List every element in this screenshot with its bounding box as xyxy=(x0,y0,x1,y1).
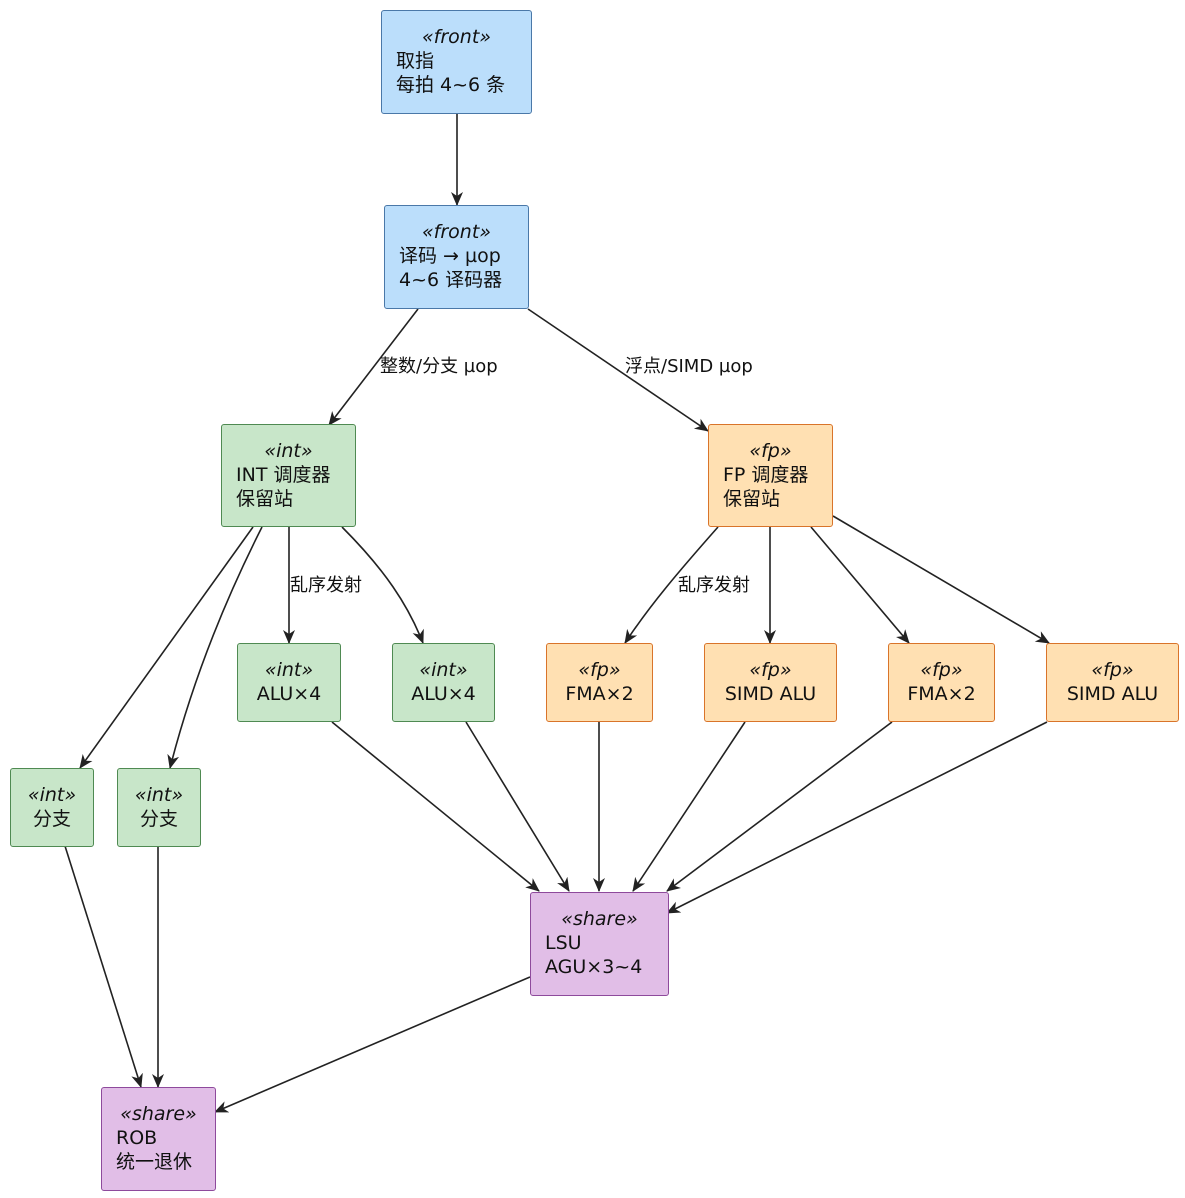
node-fp-scheduler-line-2: 保留站 xyxy=(723,488,781,510)
stereotype-label: «fp» xyxy=(749,659,792,681)
edge-br1-rob xyxy=(64,845,143,1088)
node-decode-line-2: 4~6 译码器 xyxy=(399,269,503,291)
node-fma-1: «fp» FMA×2 xyxy=(546,643,653,722)
node-simd-alu-2-line-1: SIMD ALU xyxy=(1066,683,1159,705)
node-alu-2: «int» ALU×4 xyxy=(392,643,495,722)
edge-fma2-lsu xyxy=(666,721,893,892)
stereotype-label: «share» xyxy=(120,1103,197,1125)
node-lsu: «share» LSU AGU×3~4 xyxy=(530,892,669,996)
edge-int-sched-alu2 xyxy=(341,526,424,644)
stereotype-label: «fp» xyxy=(578,659,621,681)
stereotype-label: «share» xyxy=(561,908,638,930)
node-branch-2: «int» 分支 xyxy=(117,768,201,847)
node-simd-alu-2: «fp» SIMD ALU xyxy=(1046,643,1179,722)
node-lsu-line-2: AGU×3~4 xyxy=(545,956,643,978)
stereotype-label: «fp» xyxy=(920,659,963,681)
node-simd-alu-1-line-1: SIMD ALU xyxy=(724,683,817,705)
edge-simd2-lsu xyxy=(666,721,1048,914)
edge-int-sched-br1 xyxy=(79,526,254,769)
node-rob-line-2: 统一退休 xyxy=(116,1151,193,1173)
edge-fp-sched-fma2 xyxy=(810,526,910,644)
stereotype-label: «fp» xyxy=(749,440,792,462)
node-lsu-line-1: LSU xyxy=(545,932,582,954)
edge-lsu-rob xyxy=(214,976,531,1113)
edge-label-int-uop: 整数/分支 µop xyxy=(380,356,498,377)
node-fp-scheduler: «fp» FP 调度器 保留站 xyxy=(708,424,833,527)
node-rob-line-1: ROB xyxy=(116,1127,158,1149)
stereotype-label: «front» xyxy=(421,26,492,48)
node-branch-1-line-1: 分支 xyxy=(32,808,71,830)
edge-alu2-lsu xyxy=(465,721,570,892)
node-int-scheduler: «int» INT 调度器 保留站 xyxy=(221,424,356,527)
node-fma-1-line-1: FMA×2 xyxy=(565,683,634,705)
stereotype-label: «fp» xyxy=(1091,659,1134,681)
node-branch-1: «int» 分支 xyxy=(10,768,94,847)
edge-decode-fp-sched xyxy=(527,308,709,432)
node-alu-1-line-1: ALU×4 xyxy=(256,683,322,705)
node-alu-1: «int» ALU×4 xyxy=(237,643,341,722)
node-rob: «share» ROB 统一退休 xyxy=(101,1087,216,1191)
stereotype-label: «front» xyxy=(421,221,492,243)
node-branch-2-line-1: 分支 xyxy=(139,808,178,830)
stereotype-label: «int» xyxy=(134,784,184,806)
edge-decode-int-sched xyxy=(328,308,419,426)
edge-fp-sched-simd2 xyxy=(832,515,1050,644)
stereotype-label: «int» xyxy=(264,659,314,681)
edge-simd1-lsu xyxy=(632,721,746,892)
node-fetch-line-2: 每拍 4~6 条 xyxy=(396,74,506,96)
node-simd-alu-1: «fp» SIMD ALU xyxy=(704,643,837,722)
node-alu-2-line-1: ALU×4 xyxy=(411,683,476,705)
edge-int-sched-br2 xyxy=(167,526,263,769)
edge-label-ooo-issue-fp: 乱序发射 xyxy=(678,575,750,596)
node-int-scheduler-line-1: INT 调度器 xyxy=(236,464,331,486)
stereotype-label: «int» xyxy=(419,659,468,681)
stereotype-label: «int» xyxy=(27,784,77,806)
node-fma-2: «fp» FMA×2 xyxy=(888,643,995,722)
node-fp-scheduler-line-1: FP 调度器 xyxy=(723,464,809,486)
node-decode: «front» 译码 → µop 4~6 译码器 xyxy=(384,205,529,309)
node-fetch-line-1: 取指 xyxy=(396,50,435,72)
edge-label-ooo-issue-int: 乱序发射 xyxy=(290,575,362,596)
edge-fp-sched-fma1 xyxy=(624,526,719,644)
node-int-scheduler-line-2: 保留站 xyxy=(236,488,294,510)
node-decode-line-1: 译码 → µop xyxy=(399,245,501,267)
node-fetch: «front» 取指 每拍 4~6 条 xyxy=(381,10,532,114)
edge-label-fp-uop: 浮点/SIMD µop xyxy=(625,356,753,377)
node-fma-2-line-1: FMA×2 xyxy=(907,683,976,705)
stereotype-label: «int» xyxy=(264,440,313,462)
edge-alu1-lsu xyxy=(331,721,540,892)
